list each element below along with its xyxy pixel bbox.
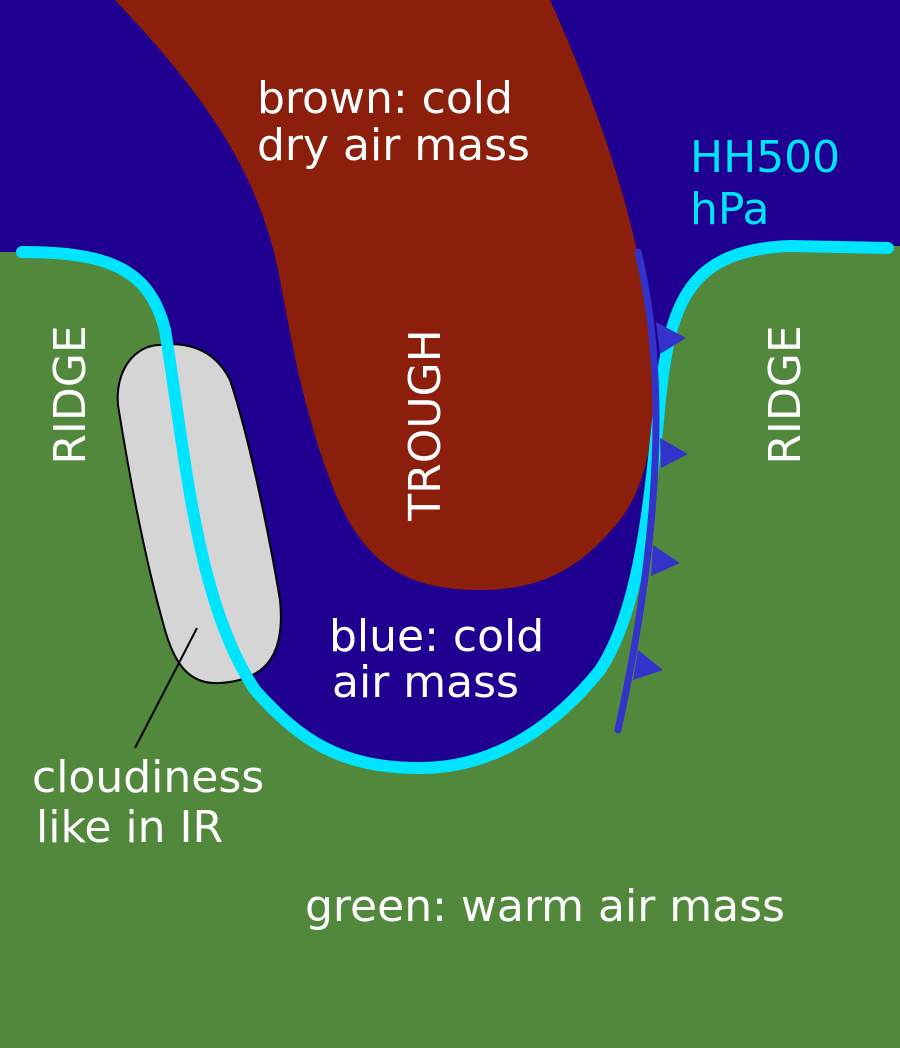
cloud-pointer-line: [134, 627, 198, 749]
green-label: green: warm air mass: [305, 881, 785, 932]
warm-air-mass-area: [0, 246, 900, 1048]
front-triangle: [633, 650, 663, 680]
hh500-label-line2: hPa: [690, 184, 769, 235]
hh500-height-line: [16, 239, 894, 775]
trough-label: TROUGH: [400, 329, 451, 521]
front-triangle: [660, 438, 688, 468]
ridge-left-label: RIDGE: [45, 325, 96, 464]
cloud-label-line1: cloudiness: [32, 752, 264, 803]
blue-label-line1: blue: cold: [329, 611, 544, 662]
dry-air-mass-area: [115, 0, 654, 590]
cold-front: [614, 248, 688, 734]
blue-label-line2: air mass: [332, 657, 519, 708]
cloud-label-line2: like in IR: [36, 802, 223, 853]
front-triangle: [651, 545, 680, 576]
front-triangle: [656, 322, 686, 354]
brown-label-line2: dry air mass: [257, 120, 530, 171]
hh500-label-line1: HH500: [690, 132, 840, 183]
ridge-right-label: RIDGE: [760, 325, 811, 464]
brown-label-line1: brown: cold: [257, 73, 513, 124]
